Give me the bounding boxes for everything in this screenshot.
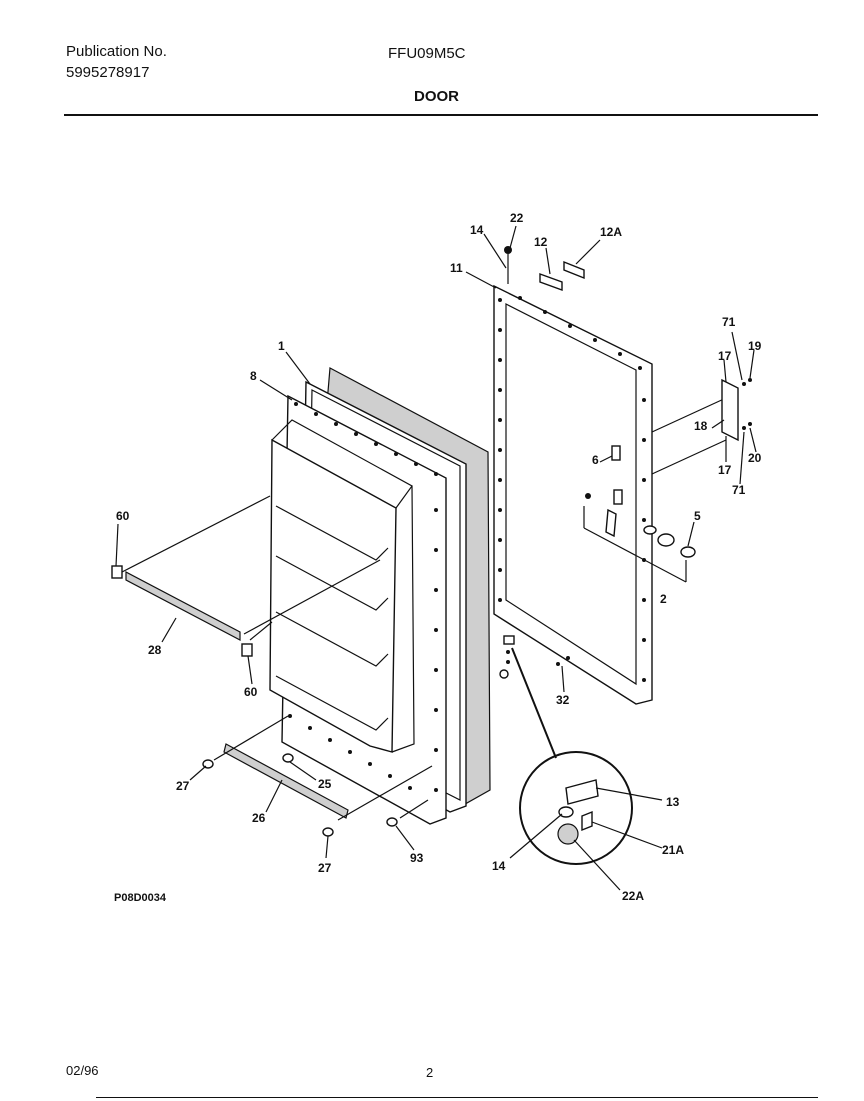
callout-17-top: 17 — [718, 349, 732, 363]
callout-14-top: 14 — [470, 223, 484, 237]
callout-28: 28 — [148, 643, 162, 657]
callout-11: 11 — [450, 261, 463, 275]
callout-6: 6 — [592, 453, 599, 467]
callout-labels: 1 2 5 6 8 11 12 12A 13 14 14 17 17 18 19… — [116, 211, 762, 903]
section-title: DOOR — [414, 88, 459, 105]
callout-12a: 12A — [600, 225, 622, 239]
callout-5: 5 — [694, 509, 701, 523]
callout-93: 93 — [410, 851, 424, 865]
latch-assembly — [583, 445, 696, 583]
callout-26: 26 — [252, 811, 266, 825]
hinge-detail-circle — [519, 751, 633, 865]
bottom-trim-bar — [202, 715, 433, 837]
callout-22: 22 — [510, 211, 524, 225]
callout-2: 2 — [660, 592, 667, 606]
callout-18: 18 — [694, 419, 708, 433]
callout-17-bottom: 17 — [718, 463, 732, 477]
callout-21a: 21A — [662, 843, 684, 857]
footer-date: 02/96 — [66, 1063, 99, 1078]
publication-number: 5995278917 — [66, 64, 150, 81]
header-rule — [64, 114, 818, 116]
model-number: FFU09M5C — [388, 45, 466, 62]
page-number: 2 — [426, 1065, 434, 1080]
door-frame — [493, 246, 653, 705]
footer-rule — [96, 1097, 818, 1098]
callout-13: 13 — [666, 795, 680, 809]
drawing-code: P08D0034 — [114, 892, 166, 904]
callout-1: 1 — [278, 339, 285, 353]
hinge-assembly — [651, 378, 752, 475]
callout-14-detail: 14 — [492, 859, 506, 873]
inner-door-liner — [269, 394, 447, 825]
leader-lines — [115, 225, 757, 891]
callout-8: 8 — [250, 369, 257, 383]
bottom-hinge-parts — [499, 635, 570, 759]
shelf-retainer-bar — [111, 495, 381, 657]
callout-25: 25 — [318, 777, 332, 791]
callout-20: 20 — [748, 451, 762, 465]
publication-label: Publication No. — [66, 43, 167, 60]
callout-71-top: 71 — [722, 315, 736, 329]
callout-32: 32 — [556, 693, 570, 707]
callout-71-bottom: 71 — [732, 483, 746, 497]
callout-60-bottom: 60 — [244, 685, 258, 699]
callout-12: 12 — [534, 235, 548, 249]
callout-22a: 22A — [622, 889, 644, 903]
callout-60-top: 60 — [116, 509, 130, 523]
callout-19: 19 — [748, 339, 762, 353]
callout-27-bottom: 27 — [318, 861, 332, 875]
callout-27-left: 27 — [176, 779, 190, 793]
